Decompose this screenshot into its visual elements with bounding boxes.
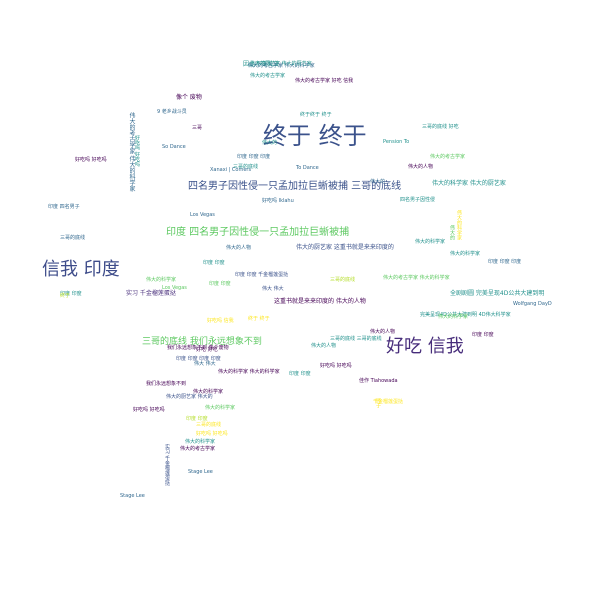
word-48: 伟大的科学家 伟大的科学家 bbox=[218, 369, 280, 375]
word-9: 伟大的厨艺家 这重书就是来来印度的 bbox=[296, 244, 394, 251]
word-57: 千金榴莲蛋挞 bbox=[373, 399, 404, 405]
word-23: 伟大的科学家 伟大的厨艺家 bbox=[432, 180, 506, 187]
word-11: 像个 废物 bbox=[176, 94, 202, 101]
word-v4: 实习 千金榴莲蛋挞 bbox=[164, 444, 170, 486]
word-62: 三哥 bbox=[192, 125, 203, 131]
word-52: Stage Lee bbox=[120, 493, 145, 499]
word-21: 全剧剧圆 完美呈现4D公共大建到明 bbox=[450, 290, 545, 297]
word-55: 印度 四名男子 bbox=[48, 204, 80, 210]
word-8: 实习 千金榴莲蛋挞 bbox=[126, 290, 176, 297]
word-51: 印度 印度 bbox=[60, 291, 82, 297]
word-v2: 伟大的科学家 bbox=[456, 210, 462, 240]
word-38: 印度 印度 bbox=[186, 416, 208, 422]
word-68: 好吃 好吃 bbox=[196, 347, 218, 353]
word-46: 三哥的底线 bbox=[330, 277, 356, 283]
word-29: 这重书就是来来印度的 伟大的人物 bbox=[274, 298, 366, 305]
word-v3: 伟大的 bbox=[449, 225, 455, 240]
word-20: 佳作 Tiahowada bbox=[359, 378, 398, 384]
word-47: 伟大的人物 bbox=[311, 343, 337, 349]
word-40: 我们永远想象不到 bbox=[146, 381, 187, 387]
word-35: Los Vegas bbox=[162, 285, 187, 291]
word-54: 伟大的科学家 bbox=[185, 439, 216, 445]
word-17: Stage Lee bbox=[188, 469, 213, 475]
word-42: 印度 印度 印度 印度 bbox=[176, 356, 221, 362]
word-72: 伟大的 bbox=[262, 140, 278, 146]
word-43: 伟大的科学家 bbox=[450, 251, 481, 257]
word-4: 印度 四名男子因性侵一只孟加拉巨蜥被捕 bbox=[166, 227, 350, 238]
word-v6: 好吃吗 好吃吗 bbox=[134, 135, 140, 167]
word-67: 印度 印度 印度 bbox=[237, 154, 271, 160]
word-60: 伟大的人物 bbox=[408, 164, 434, 170]
word-v5: 终于 bbox=[375, 398, 381, 408]
word-63: 三哥的底线 好吃 bbox=[422, 124, 459, 130]
word-28: 终于终于 终于 bbox=[300, 112, 332, 118]
word-79: 印度 印度 bbox=[289, 371, 311, 377]
word-64: 伟大的 bbox=[370, 179, 386, 185]
word-66: 伟大的考古学家 bbox=[430, 154, 466, 160]
word-44: 四名男子因性侵 bbox=[400, 197, 436, 203]
word-73: 伟大的科学家 bbox=[193, 389, 224, 395]
word-49: 三哥的底线 bbox=[60, 235, 86, 241]
word-65: 伟大的科学家 bbox=[415, 239, 446, 245]
word-27: 三哥的底线 bbox=[233, 164, 259, 170]
word-19: Wolfgang DayD bbox=[513, 301, 552, 307]
word-33: 好吃吗 好吃吗 bbox=[133, 407, 165, 413]
word-32: 印度 印度 千金榴莲蛋挞 bbox=[235, 272, 289, 278]
word-10: 好吃吗 Iklahu bbox=[262, 198, 294, 204]
word-15: Pension To bbox=[383, 139, 410, 145]
word-41: 好吃吗 信我 bbox=[207, 318, 234, 324]
word-78: 好吃吗 好吃吗 bbox=[320, 363, 352, 369]
word-0: 终于 终于 bbox=[263, 122, 367, 150]
word-56: 好吃吗 好吃吗 bbox=[75, 157, 107, 163]
word-13: Xanaxi | Comers bbox=[210, 167, 252, 173]
word-25: 伟大的厨艺家 伟大的厨艺家 bbox=[250, 61, 312, 67]
word-31: 我们永远想象不到 像个废物 bbox=[167, 345, 229, 351]
word-36: 好吃吗 好吃吗 bbox=[196, 431, 228, 437]
word-12: 9 老乡战斗员 bbox=[157, 109, 187, 115]
word-26: 印度 印度 印度 bbox=[488, 259, 522, 265]
word-74: 印度 印度 bbox=[203, 260, 225, 266]
word-3: 四名男子因性侵一只孟加拉巨蜥被捕 三哥的底线 bbox=[188, 181, 402, 192]
word-34: 三哥的底线 三哥的底线 bbox=[330, 336, 382, 342]
word-6: 因此不变英文 bbox=[243, 61, 280, 68]
word-45: 伟大的科学家 bbox=[146, 277, 177, 283]
word-70: 印度 印度 bbox=[209, 281, 231, 287]
word-24: 伟大的考古学家 伟大的科学家 bbox=[383, 275, 450, 281]
word-7: 伟大的考古学家 伟大的科学家 bbox=[248, 63, 315, 69]
word-1: 信我 印度 bbox=[42, 259, 120, 280]
word-18: To Dance bbox=[296, 165, 319, 171]
word-v1: 伟大的考古学家 伟大的科学家 bbox=[128, 112, 135, 192]
word-75: 伟大的人物 bbox=[226, 245, 252, 251]
word-77: 三哥的底线 bbox=[196, 422, 222, 428]
word-2: 好吃 信我 bbox=[386, 336, 464, 357]
word-59: 印度 印度 bbox=[472, 332, 494, 338]
word-50: 伟大的厨艺家 伟大的 bbox=[166, 394, 213, 400]
word-58: 伟大的科学家 bbox=[438, 314, 469, 320]
word-14: So Dance bbox=[162, 144, 186, 150]
word-76: 伟大 伟大 bbox=[262, 286, 284, 292]
word-37: 伟大的人物 bbox=[370, 329, 396, 335]
word-16: Los Vegas bbox=[190, 212, 215, 218]
word-5: 三哥的底线 我们永远想象不到 bbox=[142, 337, 262, 347]
word-69: 伟大的科学家 bbox=[205, 405, 236, 411]
word-53: 伟大的考古学家 bbox=[180, 446, 216, 452]
word-39: 伟大 伟大 bbox=[194, 361, 216, 367]
word-22: 完美呈现4D公共大建到明 4D伟大科学家 bbox=[420, 312, 511, 318]
word-61: 终于 bbox=[60, 293, 71, 299]
word-71: 终于 终于 bbox=[248, 316, 270, 322]
word-30: 伟大的考古学家 好吃 信我 bbox=[295, 78, 354, 84]
word-80: 伟大的考古学家 bbox=[250, 73, 286, 79]
